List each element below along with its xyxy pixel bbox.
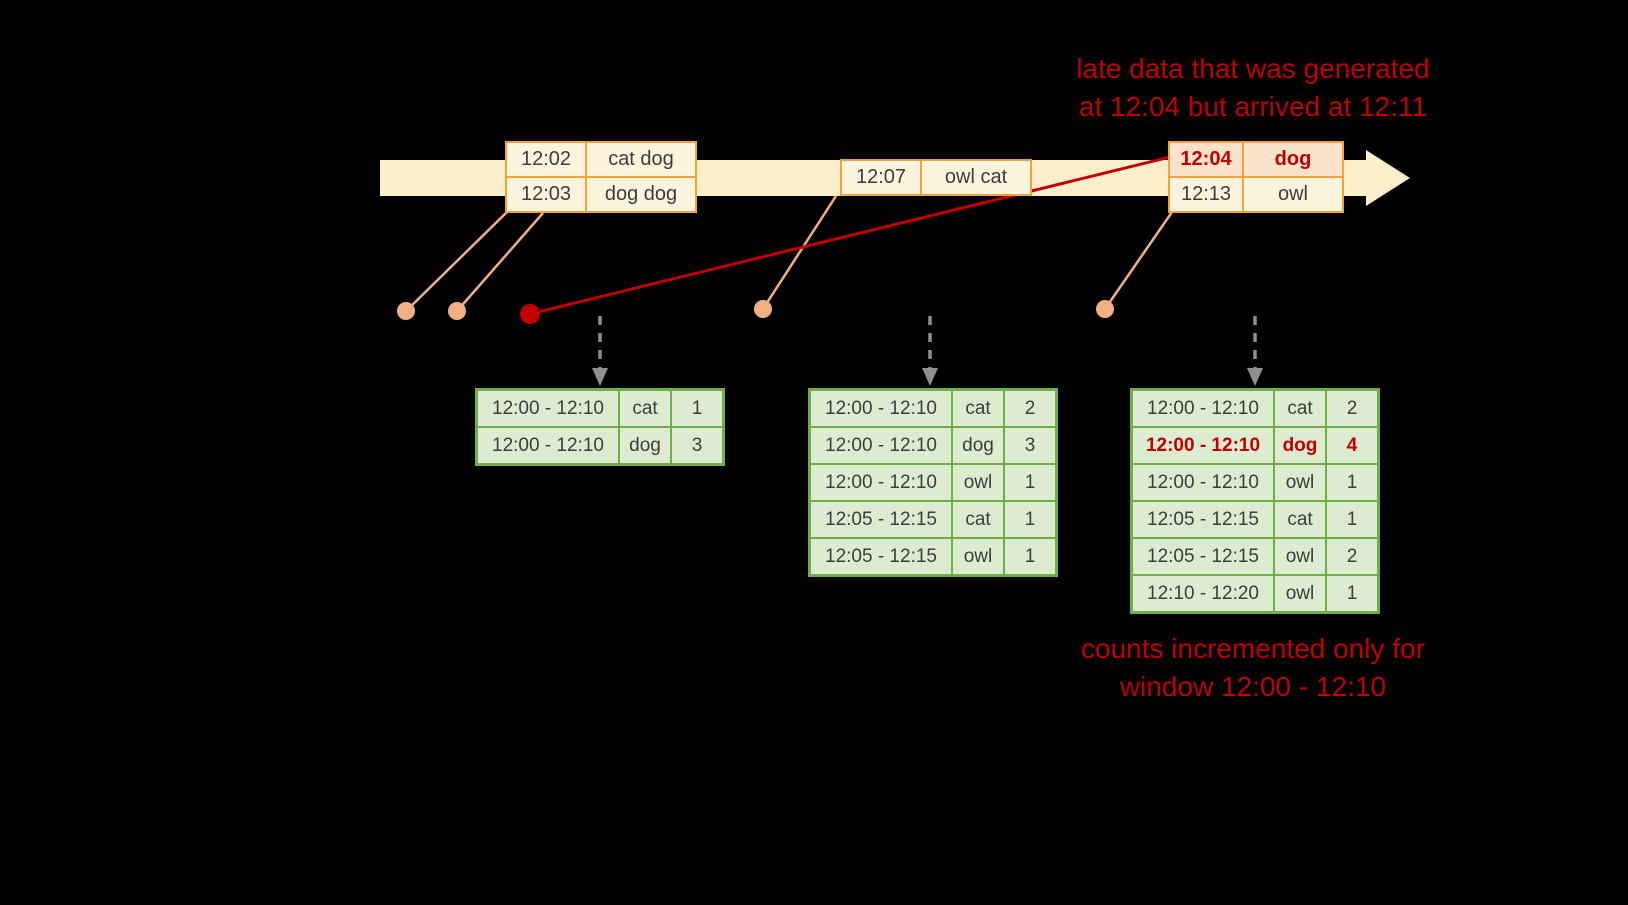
result-word-cell: owl	[1275, 576, 1325, 611]
result-window-cell: 12:00 - 12:10	[478, 428, 618, 463]
result-count-cell: 1	[1005, 465, 1055, 500]
event-time: 12:03	[507, 178, 585, 211]
result-count-cell: 2	[1327, 539, 1377, 574]
result-word-cell: owl	[1275, 465, 1325, 500]
result-window-cell: 12:05 - 12:15	[1133, 502, 1273, 537]
event-words: dog dog	[587, 178, 695, 211]
result-window-cell: 12:00 - 12:10	[811, 391, 951, 426]
result-table-trigger-3: 12:00 - 12:10 cat 2 12:00 - 12:10 dog 4 …	[1130, 388, 1380, 614]
result-word-cell: dog	[620, 428, 670, 463]
event-dot	[1096, 300, 1114, 318]
result-word-cell: owl	[953, 539, 1003, 574]
result-word-cell: owl	[1275, 539, 1325, 574]
late-data-connector-line	[529, 155, 1171, 316]
event-words: owl	[1244, 178, 1342, 211]
result-word-cell: cat	[620, 391, 670, 426]
result-count-cell: 1	[1005, 539, 1055, 574]
result-count-cell: 1	[1327, 576, 1377, 611]
late-event-time: 12:04	[1170, 143, 1242, 176]
result-window-cell: 12:05 - 12:15	[811, 502, 951, 537]
event-dot	[397, 302, 415, 320]
result-word-cell: dog	[953, 428, 1003, 463]
event-connector-line	[405, 211, 508, 312]
updated-result-count-cell: 4	[1327, 428, 1377, 463]
result-count-cell: 2	[1005, 391, 1055, 426]
input-batch-3: 12:04 dog 12:13 owl	[1168, 141, 1344, 213]
counts-annotation-line2: window 12:00 - 12:10	[1119, 671, 1387, 702]
trigger-arrow-icon	[922, 316, 938, 386]
result-window-cell: 12:00 - 12:10	[811, 465, 951, 500]
result-word-cell: cat	[1275, 502, 1325, 537]
result-window-cell: 12:00 - 12:10	[1133, 391, 1273, 426]
late-event-dot	[520, 304, 540, 324]
result-window-cell: 12:00 - 12:10	[811, 428, 951, 463]
result-count-cell: 1	[1005, 502, 1055, 537]
result-word-cell: cat	[1275, 391, 1325, 426]
late-event-words: dog	[1244, 143, 1342, 176]
result-count-cell: 3	[672, 428, 722, 463]
updated-result-word-cell: dog	[1275, 428, 1325, 463]
result-window-cell: 12:00 - 12:10	[478, 391, 618, 426]
event-time: 12:02	[507, 143, 585, 176]
trigger-arrow-icon	[1247, 316, 1263, 386]
event-dot	[448, 302, 466, 320]
result-window-cell: 12:05 - 12:15	[811, 539, 951, 574]
counts-annotation: counts incremented only for window 12:00…	[1030, 630, 1476, 706]
event-connector-line	[1103, 211, 1174, 310]
event-connector-line	[761, 195, 838, 310]
event-words: owl cat	[922, 161, 1030, 194]
result-count-cell: 3	[1005, 428, 1055, 463]
result-table-trigger-2: 12:00 - 12:10 cat 2 12:00 - 12:10 dog 3 …	[808, 388, 1058, 577]
result-word-cell: cat	[953, 391, 1003, 426]
result-window-cell: 12:00 - 12:10	[1133, 465, 1273, 500]
result-count-cell: 2	[1327, 391, 1377, 426]
result-table-trigger-1: 12:00 - 12:10 cat 1 12:00 - 12:10 dog 3	[475, 388, 725, 466]
result-count-cell: 1	[1327, 465, 1377, 500]
result-window-cell: 12:05 - 12:15	[1133, 539, 1273, 574]
result-count-cell: 1	[1327, 502, 1377, 537]
trigger-arrow-icon	[592, 316, 608, 386]
late-data-annotation-line2: at 12:04 but arrived at 12:11	[1078, 91, 1428, 122]
event-words: cat dog	[587, 143, 695, 176]
updated-result-window-cell: 12:00 - 12:10	[1133, 428, 1273, 463]
late-data-annotation: late data that was generated at 12:04 bu…	[1030, 50, 1476, 126]
event-time: 12:13	[1170, 178, 1242, 211]
counts-annotation-line1: counts incremented only for	[1081, 633, 1425, 664]
event-time: 12:07	[842, 161, 920, 194]
result-word-cell: owl	[953, 465, 1003, 500]
result-window-cell: 12:10 - 12:20	[1133, 576, 1273, 611]
timeline-arrowhead-icon	[1366, 150, 1410, 206]
result-word-cell: cat	[953, 502, 1003, 537]
input-batch-1: 12:02 cat dog 12:03 dog dog	[505, 141, 697, 213]
result-count-cell: 1	[672, 391, 722, 426]
late-data-annotation-line1: late data that was generated	[1076, 53, 1430, 84]
event-dot	[754, 300, 772, 318]
event-connector-line	[456, 212, 544, 312]
input-batch-2: 12:07 owl cat	[840, 159, 1032, 196]
